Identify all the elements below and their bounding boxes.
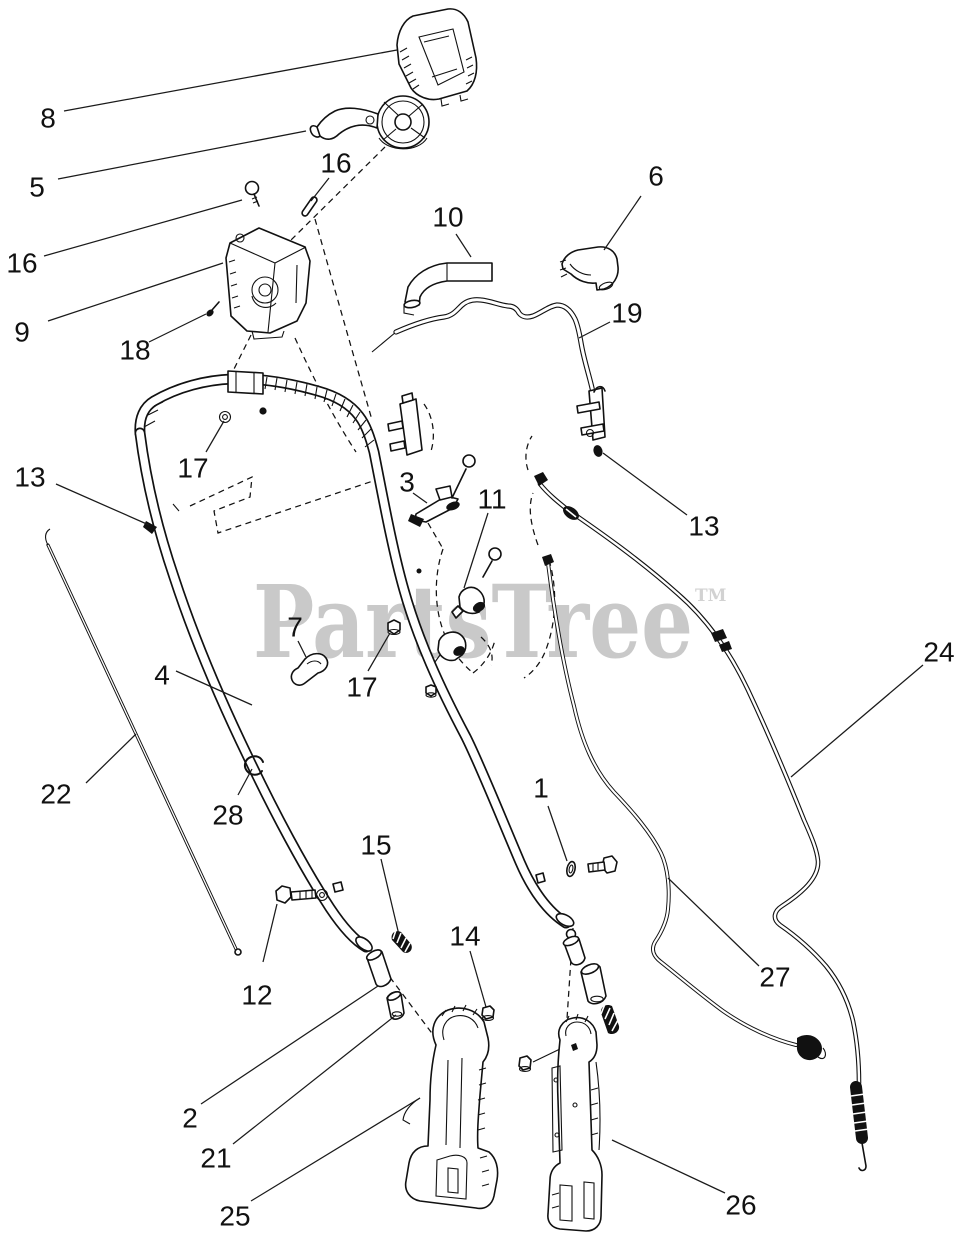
callout-21: 21 <box>200 1143 231 1174</box>
callout-17-leader <box>367 632 391 672</box>
callout-24: 24 <box>923 637 954 668</box>
callout-26: 26 <box>725 1190 756 1221</box>
part-10-elbow-drawing <box>403 262 493 316</box>
callout-13: 13 <box>688 511 719 542</box>
callout-layer: 8 5 16 16 9 18 10 6 19 13 17 3 11 13 24 7 4 17 22 28 15 1 12 14… <box>6 49 955 1232</box>
callout-17: 17 <box>346 672 377 703</box>
cable-27-drawing <box>542 554 827 1061</box>
screw-18-drawing <box>206 301 220 317</box>
cable-24-drawing <box>534 472 870 1172</box>
callout-16: 16 <box>6 248 37 279</box>
bracket-26-drawing <box>547 1013 603 1232</box>
callout-26-leader <box>611 1139 726 1194</box>
callout-1-leader <box>547 805 568 862</box>
callout-13: 13 <box>14 462 45 493</box>
bracket-25-drawing <box>402 1004 499 1210</box>
washer-1-drawing <box>565 860 577 878</box>
spring-right-drawing <box>600 1003 620 1035</box>
callout-18-leader <box>148 313 207 343</box>
callout-13-leader <box>602 452 688 516</box>
callout-22: 22 <box>40 779 71 810</box>
part-5-lever-drawing <box>309 95 430 150</box>
part-9-housing-drawing <box>225 227 311 340</box>
bushing-21-drawing <box>386 990 405 1020</box>
callout-3: 3 <box>399 467 415 498</box>
callout-9: 9 <box>14 317 30 348</box>
callout-7-leader <box>297 640 307 658</box>
callout-18: 18 <box>119 335 150 366</box>
callout-13-leader <box>55 483 150 526</box>
sleeve-right-drawing <box>580 963 607 1005</box>
part-7-hook-drawing <box>290 652 329 686</box>
callout-11: 11 <box>477 484 506 515</box>
callout-7: 7 <box>287 612 303 643</box>
callout-1: 1 <box>533 773 549 804</box>
bolt-right-drawing <box>587 855 618 874</box>
callout-16-leader <box>43 199 243 257</box>
callout-25: 25 <box>219 1201 250 1232</box>
screw-16-drawing <box>244 180 260 207</box>
watermark-tm: TM <box>695 586 727 606</box>
callout-17-leader <box>205 420 225 453</box>
callout-27-leader <box>667 877 760 967</box>
callout-24-leader <box>790 664 924 778</box>
callout-5: 5 <box>29 172 45 203</box>
callout-12-leader <box>262 903 278 963</box>
callout-10-leader <box>455 233 472 258</box>
callout-6-leader <box>603 195 642 251</box>
callout-14-leader <box>469 950 487 1008</box>
callout-5-leader <box>57 130 307 180</box>
callout-8-leader <box>63 49 398 112</box>
clip-28-drawing <box>243 755 264 776</box>
callout-17: 17 <box>177 453 208 484</box>
callout-12: 12 <box>241 980 272 1011</box>
upper-handle-drawing <box>134 370 575 953</box>
part-6-elbow-drawing <box>559 246 619 291</box>
callout-8: 8 <box>40 103 56 134</box>
bolt-12-drawing <box>275 885 329 904</box>
callout-6: 6 <box>648 161 664 192</box>
callout-16-leader <box>310 177 330 202</box>
spacer-2-drawing <box>365 949 392 988</box>
callout-21-leader <box>232 1014 397 1145</box>
part-3-lever-drawing <box>408 454 476 527</box>
callout-19-leader <box>578 321 611 339</box>
harness-19-drawing <box>371 297 606 457</box>
part-8-cover-drawing <box>396 8 478 107</box>
spring-15-drawing <box>391 929 412 953</box>
callout-10: 10 <box>432 202 463 233</box>
callout-11-leader <box>463 512 489 589</box>
callout-2: 2 <box>182 1103 198 1134</box>
pin-16-drawing <box>301 196 318 217</box>
callout-15-leader <box>380 858 400 936</box>
rod-22-drawing <box>45 528 242 956</box>
callout-9-leader <box>47 262 224 322</box>
callout-2-leader <box>200 985 379 1105</box>
spacer-right-drawing <box>562 935 586 966</box>
nut-lower-right-drawing <box>518 1048 561 1072</box>
callout-16: 16 <box>320 148 351 179</box>
callout-19: 19 <box>611 298 642 329</box>
callout-3-leader <box>412 492 428 504</box>
clamp-11-drawing <box>451 547 502 619</box>
callout-4: 4 <box>154 660 170 691</box>
callout-22-leader <box>85 733 137 784</box>
callout-28-leader <box>237 768 253 796</box>
callout-27: 27 <box>759 962 790 993</box>
callout-15: 15 <box>360 830 391 861</box>
callout-28: 28 <box>212 800 243 831</box>
callout-4-leader <box>175 670 253 706</box>
callout-25-leader <box>250 1097 421 1202</box>
nut-14-drawing <box>481 1005 495 1021</box>
callout-14: 14 <box>449 921 480 952</box>
